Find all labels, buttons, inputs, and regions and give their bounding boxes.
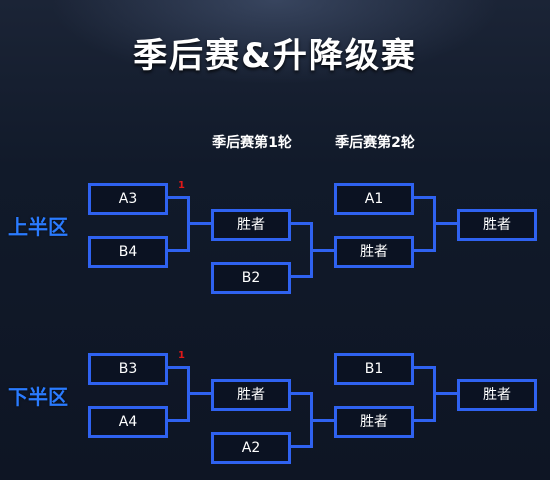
lower-r2-winner-box: 胜者 [334, 406, 414, 438]
lower-seed-top-box: B3 [88, 353, 168, 385]
upper-seed-top-box: A3 [88, 183, 168, 215]
page-title: 季后赛&升降级赛 [133, 36, 417, 76]
lower-final-winner-box: 胜者 [457, 379, 537, 411]
lower-r2-seed-box: B1 [334, 353, 414, 385]
connector-line [433, 392, 457, 395]
upper-r1-opponent-box: B2 [211, 262, 291, 294]
connector-line [310, 419, 334, 422]
connector-line [433, 222, 457, 225]
connector-line [291, 445, 313, 448]
connector-line [291, 392, 313, 395]
connector-line [187, 392, 211, 395]
upper-r1-winner-box: 胜者 [211, 209, 291, 241]
upper-r2-seed-box: A1 [334, 183, 414, 215]
lower-r1-opponent-box: A2 [211, 432, 291, 464]
connector-line [414, 196, 436, 199]
upper-final-winner-box: 胜者 [457, 209, 537, 241]
connector-line [168, 366, 190, 369]
connector-line [187, 222, 211, 225]
round-1-label: 季后赛第1轮 [212, 135, 292, 151]
connector-line [414, 249, 436, 252]
lower-half-label: 下半区 [8, 385, 68, 409]
connector-line [168, 419, 190, 422]
upper-red-mark: 1 [178, 180, 185, 191]
connector-line [291, 222, 313, 225]
lower-red-mark: 1 [178, 350, 185, 361]
lower-seed-bottom-box: A4 [88, 406, 168, 438]
lower-r1-winner-box: 胜者 [211, 379, 291, 411]
connector-line [168, 249, 190, 252]
connector-line [168, 196, 190, 199]
upper-r2-winner-box: 胜者 [334, 236, 414, 268]
upper-seed-bottom-box: B4 [88, 236, 168, 268]
connector-line [414, 366, 436, 369]
connector-line [291, 275, 313, 278]
connector-line [310, 249, 334, 252]
round-2-label: 季后赛第2轮 [335, 135, 415, 151]
upper-half-label: 上半区 [8, 215, 68, 239]
connector-line [414, 419, 436, 422]
